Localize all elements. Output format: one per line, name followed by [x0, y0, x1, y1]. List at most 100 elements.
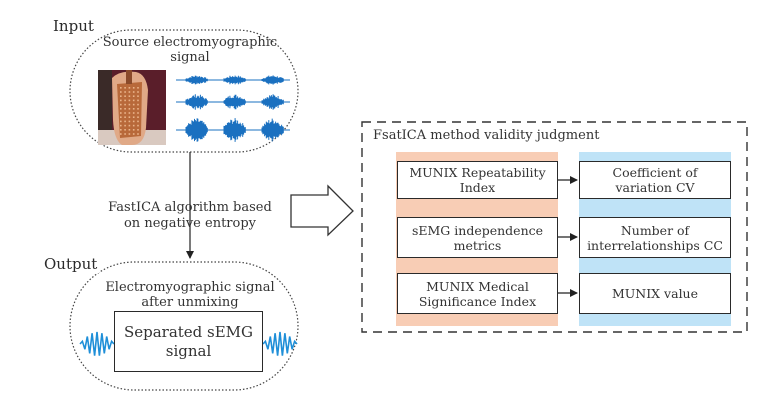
emg-waveform-grid — [176, 75, 290, 142]
electrode-dot — [124, 120, 126, 123]
electrode-dot — [132, 95, 135, 97]
electrode-dot — [124, 133, 126, 135]
metric-box-2-line1: Number of — [620, 222, 690, 238]
electrode-dot — [120, 99, 122, 102]
output-title-line1: Electromyographic signal — [105, 280, 275, 295]
output-title-line2: after unmixing — [141, 295, 239, 310]
electrode-dot — [132, 99, 135, 102]
metric-box-3: MUNIX value — [579, 273, 731, 314]
electrode-dot — [128, 133, 131, 135]
electrode-dot — [120, 91, 122, 93]
electrode-dot — [137, 108, 139, 110]
input-title-line1: Source electromyographic — [102, 35, 278, 50]
wave-right-icon — [262, 331, 298, 356]
electrode-dot — [120, 124, 122, 127]
electrode-dot — [132, 120, 135, 123]
index-box-1: MUNIX Repeatability Index — [397, 161, 558, 199]
electrode-dot — [128, 116, 131, 118]
electrode-dot — [137, 116, 139, 118]
electrode-dot — [137, 91, 139, 93]
electrode-dot — [124, 87, 126, 89]
input-label: Input — [53, 17, 94, 35]
process-line1: FastICA algorithm based — [108, 200, 272, 215]
electrode-dot — [128, 108, 131, 110]
electrode-dot — [128, 120, 131, 123]
electrode-dot — [132, 91, 135, 93]
electrode-dot — [128, 95, 131, 97]
emg-burst — [214, 75, 252, 85]
electrode-dot — [124, 91, 126, 93]
electrode-dot — [137, 120, 139, 123]
electrode-dot — [132, 112, 135, 114]
metric-box-2: Number of interrelationships CC — [579, 217, 731, 258]
index-box-3-line2: Significance Index — [418, 293, 537, 309]
electrode-dot — [128, 103, 131, 106]
emg-burst — [176, 118, 214, 142]
process-label: FastICA algorithm based on negative entr… — [95, 200, 285, 232]
electrode-dot — [132, 116, 135, 118]
input-container — [69, 29, 299, 153]
electrode-dot — [124, 124, 126, 127]
electrode-dot — [120, 129, 122, 131]
electrode-dot — [124, 129, 126, 131]
electrode-dot — [137, 103, 139, 106]
metric-box-2-line2: interrelationships CC — [587, 237, 723, 253]
electrode-dot — [132, 103, 135, 106]
electrode-dot — [128, 112, 131, 114]
arm-electrode-photo — [98, 70, 166, 145]
index-box-2-line2: metrics — [453, 237, 502, 253]
electrode-dot — [124, 108, 126, 110]
index-box-3: MUNIX Medical Significance Index — [397, 273, 558, 314]
output-title: Electromyographic signal after unmixing — [95, 280, 285, 310]
input-title-line2: signal — [170, 50, 210, 65]
electrode-dot — [128, 99, 131, 102]
electrode-dot — [128, 124, 131, 127]
wave-left-icon — [79, 331, 115, 356]
electrode-dot — [120, 120, 122, 123]
electrode-dot — [128, 87, 131, 89]
metric-box-1-line2: variation CV — [615, 180, 695, 195]
electrode-dot — [137, 124, 139, 127]
electrode-dot — [124, 112, 126, 114]
separated-line2: signal — [165, 341, 212, 360]
emg-burst — [252, 94, 290, 110]
process-line2: on negative entropy — [123, 216, 257, 231]
electrode-dot — [137, 129, 139, 131]
emg-burst — [252, 118, 290, 142]
validity-container — [361, 121, 748, 333]
emg-burst — [214, 118, 252, 142]
index-box-2-line1: sEMG independence — [411, 222, 544, 238]
electrode-dot — [120, 95, 122, 97]
electrode-dot — [124, 116, 126, 118]
electrode-dot — [120, 108, 122, 110]
separated-signal-box: Separated sEMG signal — [114, 311, 263, 372]
electrode-dot — [137, 112, 139, 114]
electrode-dot — [137, 87, 139, 89]
emg-burst — [252, 75, 290, 85]
electrode-dot — [120, 116, 122, 118]
metric-box-1-line1: Coefficient of — [612, 165, 698, 180]
big-right-arrow — [290, 184, 354, 237]
index-box-1-line2: Index — [459, 180, 496, 195]
electrode-dot — [132, 87, 135, 89]
electrode-dot — [120, 133, 122, 135]
validity-title: FsatICA method validity judgment — [373, 128, 600, 143]
electrode-dot — [124, 103, 126, 106]
electrode-dot — [137, 99, 139, 102]
electrode-dot — [128, 91, 131, 93]
emg-burst — [214, 94, 252, 110]
output-container — [69, 261, 299, 391]
metric-box-3-line1: MUNIX value — [611, 286, 699, 301]
electrode-dot — [137, 95, 139, 97]
index-box-3-line1: MUNIX Medical — [426, 278, 529, 294]
electrode-dot — [120, 112, 122, 114]
emg-burst — [176, 94, 214, 110]
input-title: Source electromyographic signal — [100, 35, 280, 65]
electrode-dot — [132, 108, 135, 110]
electrode-dot — [120, 87, 122, 89]
emg-burst — [176, 75, 214, 85]
index-box-2: sEMG independence metrics — [397, 217, 558, 258]
index-box-1-line1: MUNIX Repeatability — [409, 165, 546, 180]
metric-box-1: Coefficient of variation CV — [579, 161, 731, 199]
electrode-dot — [132, 124, 135, 127]
